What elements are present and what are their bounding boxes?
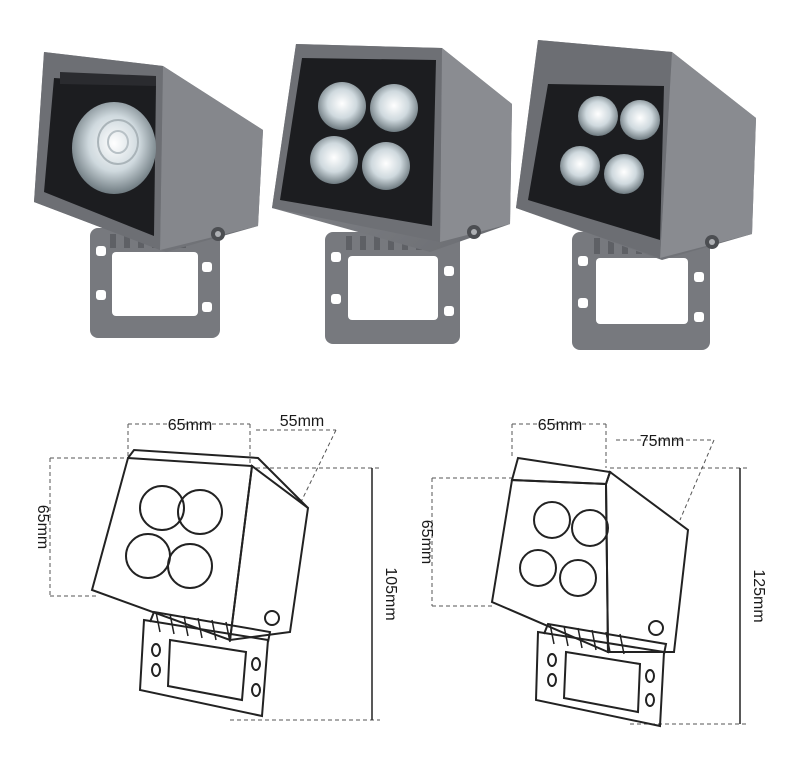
mounting-bracket — [325, 232, 460, 344]
total-height-label: 125mm — [750, 569, 767, 622]
lens — [578, 96, 618, 136]
dimension-drawing-canvas: 65mm 55mm 65mm 105mm — [34, 413, 767, 728]
lens-face — [280, 58, 436, 226]
dimension-drawing-left — [49, 423, 380, 721]
depth-label: 55mm — [280, 413, 324, 430]
four-lens-angled-flood-light — [516, 40, 756, 350]
lens — [362, 142, 410, 190]
lens — [370, 84, 418, 132]
lens — [560, 146, 600, 186]
lens — [604, 154, 644, 194]
product-photos — [0, 0, 790, 380]
height-label: 65mm — [34, 505, 51, 549]
width-label: 65mm — [538, 417, 582, 434]
width-label: 65mm — [168, 417, 212, 434]
dimension-lines — [49, 423, 380, 721]
product-photo-canvas — [34, 40, 756, 350]
lens — [72, 102, 156, 194]
dimension-lines — [431, 423, 748, 725]
height-label: 65mm — [418, 520, 435, 564]
lens — [310, 136, 358, 184]
mounting-bracket — [572, 232, 710, 350]
four-lens-flood-light — [272, 44, 512, 344]
total-height-label: 105mm — [382, 567, 399, 620]
dimension-drawings: 65mm 55mm 65mm 105mm — [0, 380, 790, 757]
lens — [620, 100, 660, 140]
depth-label: 75mm — [640, 433, 684, 450]
lens — [318, 82, 366, 130]
single-lens-flood-light — [34, 52, 263, 338]
dimension-drawing-right — [431, 423, 748, 728]
